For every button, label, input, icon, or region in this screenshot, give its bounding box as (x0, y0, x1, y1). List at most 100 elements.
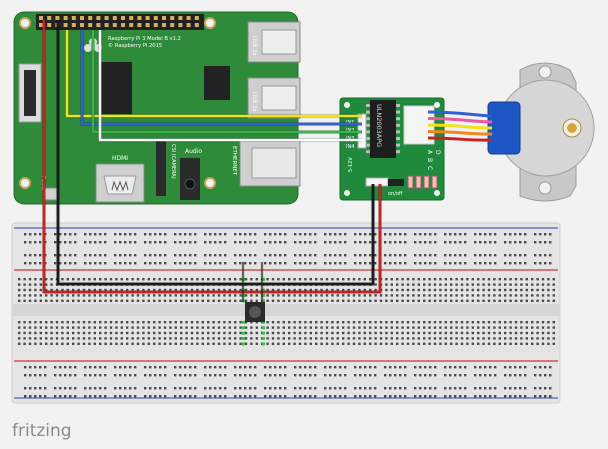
terminal-hole (363, 321, 366, 324)
connected-hole (262, 337, 265, 340)
rail-hole (269, 241, 272, 244)
rail-hole (214, 387, 217, 390)
terminal-hole (104, 294, 107, 297)
rail-hole (39, 366, 42, 369)
terminal-hole (217, 337, 221, 340)
terminal-hole (444, 288, 447, 292)
terminal-hole (347, 321, 350, 324)
rail-hole (419, 374, 422, 377)
terminal-hole (493, 294, 496, 297)
rail-hole (504, 374, 507, 377)
terminal-hole (493, 326, 496, 329)
terminal-hole (82, 331, 86, 335)
terminal-hole (109, 299, 113, 302)
terminal-hole (18, 331, 21, 335)
rail-hole (314, 241, 317, 244)
terminal-hole (201, 331, 204, 335)
terminal-hole (514, 299, 518, 302)
rail-hole (284, 262, 287, 265)
terminal-hole (244, 294, 248, 297)
rail-hole (154, 387, 157, 390)
terminal-hole (234, 321, 237, 324)
rail-hole (369, 374, 372, 377)
rail-hole (489, 254, 492, 257)
rail-hole (44, 395, 47, 398)
terminal-hole (61, 326, 64, 329)
ethernet-controller-chip (204, 66, 230, 100)
terminal-hole (28, 326, 32, 329)
terminal-hole (304, 299, 307, 302)
rail-hole (394, 254, 397, 257)
rail-hole (329, 262, 332, 265)
terminal-hole (352, 331, 356, 335)
terminal-hole (520, 288, 523, 292)
rail-hole (549, 395, 552, 398)
terminal-hole (207, 278, 210, 281)
rail-hole (64, 254, 67, 257)
terminal-hole (358, 326, 361, 329)
terminal-hole (115, 278, 118, 281)
rail-hole (274, 374, 277, 377)
rail-hole (124, 254, 127, 257)
rail-hole (104, 387, 107, 390)
rail-hole (304, 395, 307, 398)
chip-pin (396, 104, 400, 107)
rail-hole (159, 254, 162, 257)
terminal-hole (304, 288, 307, 292)
terminal-hole (520, 283, 523, 286)
terminal-hole (525, 283, 528, 286)
terminal-hole (498, 342, 501, 345)
rail-hole (364, 262, 367, 265)
rail-hole (489, 262, 492, 265)
rail-hole (59, 233, 62, 236)
terminal-hole (369, 294, 372, 297)
terminal-hole (347, 288, 350, 292)
breadboard (11, 222, 561, 404)
rail-hole (334, 387, 337, 390)
rail-hole (234, 233, 237, 236)
rail-hole (279, 254, 282, 257)
terminal-hole (477, 294, 480, 297)
rail-hole (189, 241, 192, 244)
rail-hole (154, 366, 157, 369)
rail-hole (549, 387, 552, 390)
terminal-hole (158, 331, 161, 335)
rail-hole (74, 254, 77, 257)
rail-hole (89, 233, 92, 236)
rail-hole (389, 395, 392, 398)
chip-pin (396, 143, 400, 147)
terminal-hole (379, 326, 383, 329)
chip-pin (396, 110, 400, 114)
rail-hole (484, 233, 487, 236)
terminal-hole (320, 288, 323, 292)
rail-hole (454, 262, 457, 265)
rail-hole (69, 395, 72, 398)
rail-hole (479, 366, 482, 369)
terminal-hole (180, 288, 183, 292)
terminal-hole (504, 278, 507, 281)
terminal-hole (153, 342, 156, 345)
rail-hole (324, 387, 327, 390)
rail-hole (369, 387, 372, 390)
terminal-hole (131, 331, 134, 335)
rail-hole (244, 387, 247, 390)
gpio-pins (39, 16, 199, 27)
rail-hole (269, 366, 272, 369)
gpio-pin (39, 16, 43, 20)
rail-hole (544, 395, 547, 398)
terminal-hole (50, 326, 53, 329)
rail-hole (94, 374, 97, 377)
terminal-hole (293, 321, 296, 324)
terminal-hole (88, 342, 91, 345)
rail-hole (419, 241, 422, 244)
terminal-hole (196, 326, 199, 329)
rail-hole (424, 254, 427, 257)
rail-hole (24, 254, 27, 257)
terminal-hole (169, 288, 172, 292)
push-button-cap-icon (249, 306, 261, 318)
terminal-hole (277, 294, 280, 297)
rail-hole (314, 374, 317, 377)
rail-hole (54, 233, 57, 236)
gpio-pin (153, 16, 158, 20)
rail-hole (359, 262, 362, 265)
